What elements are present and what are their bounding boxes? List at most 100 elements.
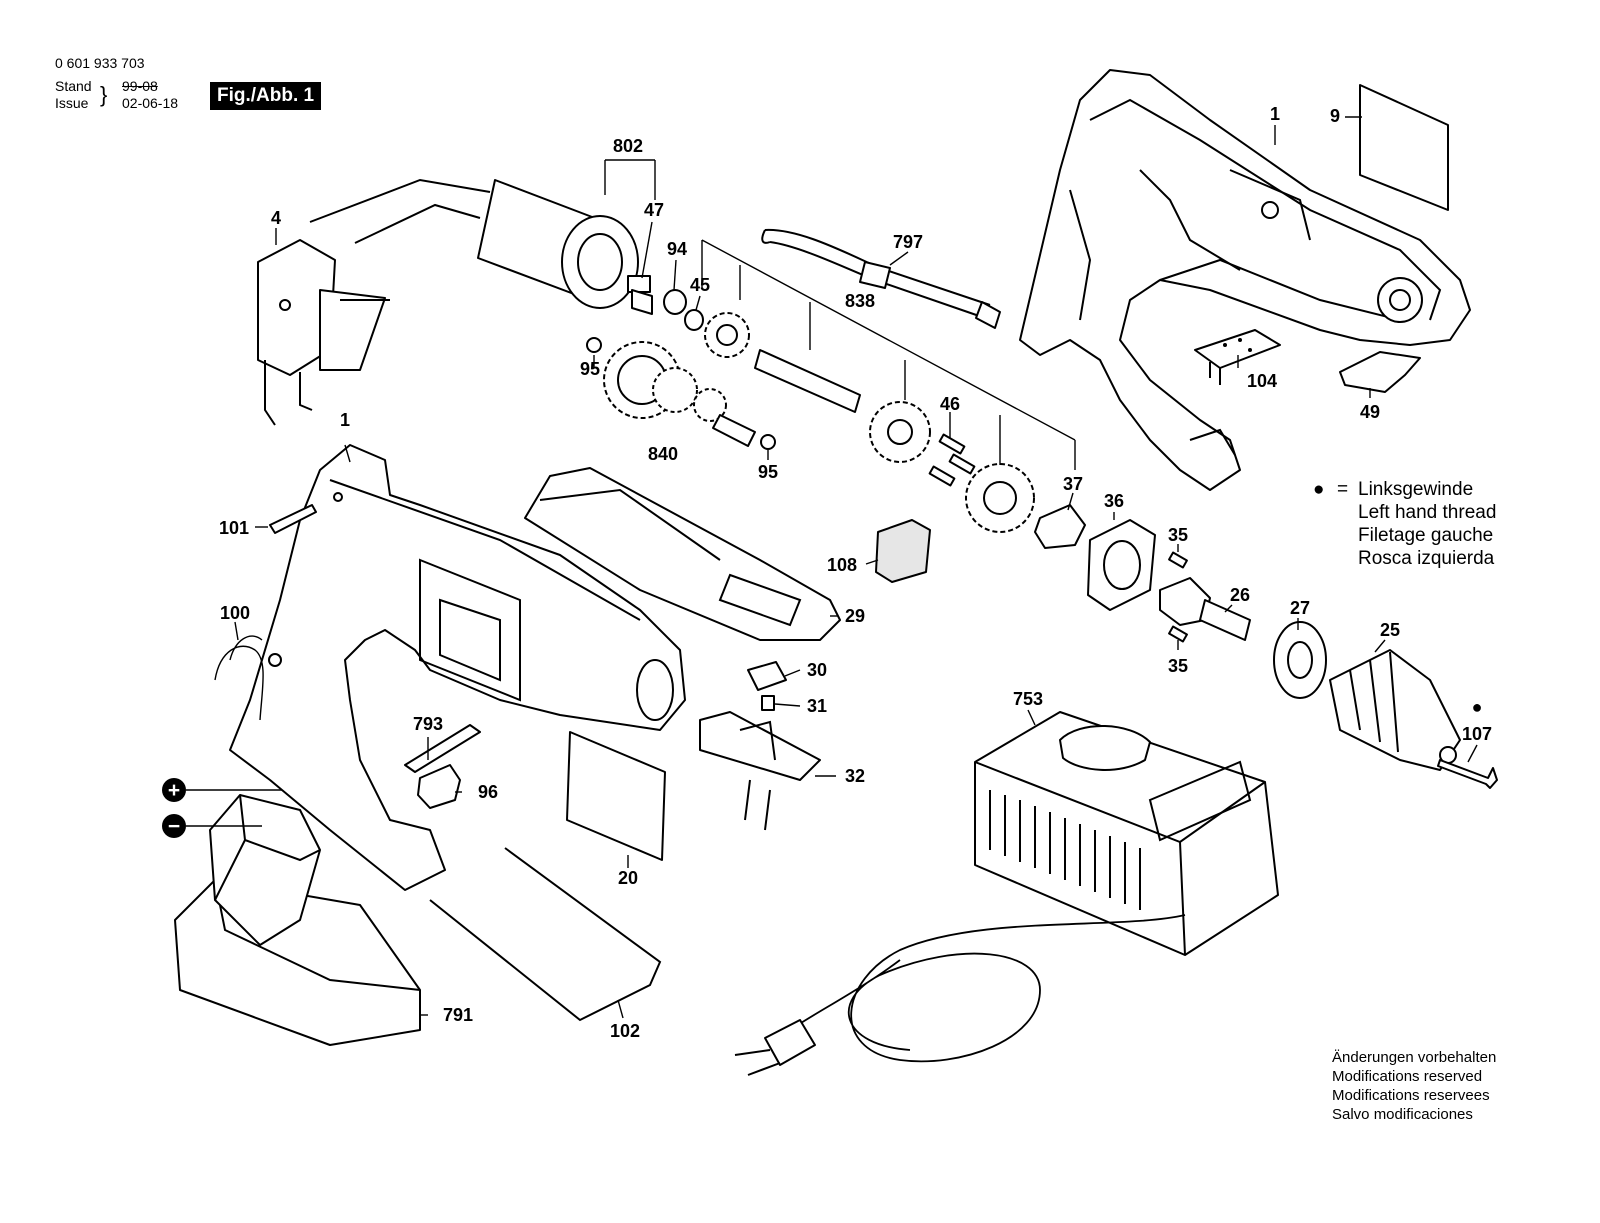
label-37: 37	[1063, 474, 1083, 494]
label-96: 96	[478, 782, 498, 802]
issue-value: 02-06-18	[122, 95, 179, 111]
electronics-board-104	[1194, 329, 1281, 385]
label-9: 9	[1330, 106, 1340, 126]
label-840: 840	[648, 444, 678, 464]
cable-100	[214, 635, 264, 721]
legend-line-3: Filetage gauche	[1358, 525, 1494, 546]
chuck-25	[1329, 649, 1461, 771]
note-line-2: Modifications reserved	[1332, 1068, 1483, 1085]
label-838: 838	[845, 291, 875, 311]
housing-half-right	[1019, 69, 1471, 491]
pin-35-top	[1168, 551, 1188, 569]
label-46: 46	[940, 394, 960, 414]
screw-107	[1437, 759, 1498, 789]
bearing-27	[1273, 621, 1327, 699]
label-49: 49	[1360, 402, 1380, 422]
housing-half-left	[229, 444, 686, 891]
minus-sign: −	[168, 815, 180, 838]
label-1-right-housing: 1	[1270, 104, 1280, 124]
sponge-108	[875, 519, 931, 583]
switch-4	[257, 239, 390, 426]
label-35-bottom: 35	[1168, 656, 1188, 676]
gearbox-838	[704, 312, 1035, 533]
battery-cover-29	[524, 467, 841, 641]
note-line-4: Salvo modificaciones	[1332, 1106, 1473, 1123]
contact-plate-32	[699, 711, 821, 831]
label-101: 101	[219, 518, 249, 538]
legend-line-4: Rosca izquierda	[1358, 548, 1495, 569]
gear-cluster-840	[603, 341, 756, 447]
legend-line-2: Left hand thread	[1358, 502, 1497, 523]
label-95-top: 95	[580, 359, 600, 379]
washer-45	[684, 309, 704, 331]
ball-95-top	[586, 337, 602, 353]
stand-label: Stand	[55, 78, 92, 94]
label-35-top: 35	[1168, 525, 1188, 545]
label-802: 802	[613, 136, 643, 156]
label-45: 45	[690, 275, 710, 295]
label-1-left-housing: 1	[340, 410, 350, 430]
charger-753	[974, 711, 1279, 956]
spindle-26	[1159, 577, 1251, 641]
label-47: 47	[644, 200, 664, 220]
note-line-1: Änderungen vorbehalten	[1332, 1049, 1497, 1066]
label-36: 36	[1104, 491, 1124, 511]
plus-marker	[162, 778, 186, 802]
label-791: 791	[443, 1005, 473, 1025]
part-number-labels: 1 9 802 4 47 94 45 797 838 95 104 49 46 …	[219, 104, 1492, 1041]
label-797: 797	[893, 232, 923, 252]
pins-46	[928, 433, 976, 487]
label-27: 27	[1290, 598, 1310, 618]
part-30	[747, 661, 787, 691]
minus-marker	[162, 814, 186, 838]
label-100: 100	[220, 603, 250, 623]
label-95-bottom: 95	[758, 462, 778, 482]
figure-badge: Fig./Abb. 1	[210, 82, 322, 110]
label-30: 30	[807, 660, 827, 680]
planet-carrier-37	[1034, 504, 1086, 549]
label-32: 32	[845, 766, 865, 786]
mains-plug	[734, 1019, 816, 1076]
label-dot-107: ●	[1472, 697, 1483, 717]
leader-lines	[234, 116, 1478, 1019]
charger-cable	[789, 914, 1186, 1063]
bit-793	[404, 724, 481, 773]
label-31: 31	[807, 696, 827, 716]
label-104: 104	[1247, 371, 1277, 391]
label-793: 793	[413, 714, 443, 734]
nameplate-20	[566, 731, 666, 861]
plus-sign: +	[168, 779, 180, 802]
note-line-3: Modifications reservees	[1332, 1087, 1490, 1104]
washer-94	[663, 289, 687, 315]
part-31	[761, 695, 775, 711]
label-4: 4	[271, 208, 281, 228]
label-107: 107	[1462, 724, 1492, 744]
label-753: 753	[1013, 689, 1043, 709]
stand-value: 99-08	[122, 78, 158, 94]
label-25: 25	[1380, 620, 1400, 640]
battery-pack-791	[174, 794, 421, 1046]
cover-49	[1339, 351, 1421, 393]
legend-equals: =	[1337, 479, 1349, 500]
part-number: 0 601 933 703	[55, 55, 145, 71]
belt-clip-797	[761, 228, 1001, 329]
ring-gear-36	[1087, 519, 1156, 611]
ball-95-bottom	[760, 434, 776, 450]
wire-102	[429, 847, 662, 1022]
label-29: 29	[845, 606, 865, 626]
pin-35-bottom	[1168, 625, 1188, 643]
label-26: 26	[1230, 585, 1250, 605]
legend-line-1: Linksgewinde	[1358, 479, 1474, 500]
legend-marker: ●	[1313, 479, 1325, 500]
holder-96	[417, 764, 461, 809]
label-20: 20	[618, 868, 638, 888]
label-sheet-9	[1359, 84, 1449, 211]
motor-802	[309, 178, 653, 315]
brace-glyph: }	[100, 82, 108, 107]
screw-101	[269, 504, 317, 534]
issue-label: Issue	[55, 95, 89, 111]
label-94: 94	[667, 239, 687, 259]
label-102: 102	[610, 1021, 640, 1041]
